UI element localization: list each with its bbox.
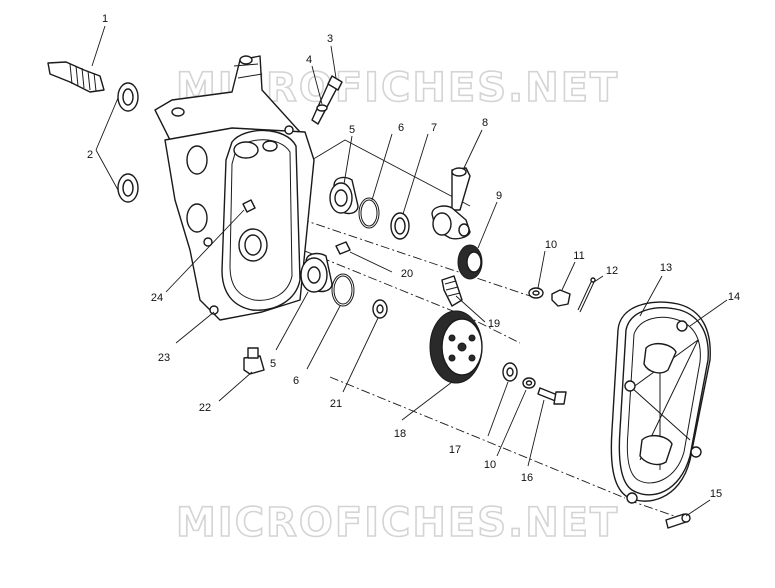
callout-3: 3 [327,33,333,45]
callout-20: 20 [401,268,413,280]
callout-21: 21 [330,398,342,410]
watermark-bottom: MICROFICHES.NET [176,500,619,546]
callout-1: 1 [102,13,108,25]
oil-seal-upper [117,82,139,112]
washer-top [316,104,328,112]
upper-shaft-axis [267,207,531,297]
snap-ring-lower [331,273,355,307]
callout-23: 23 [158,352,170,364]
callout-8: 8 [482,117,488,129]
drive-sprocket [457,244,483,280]
callout-6-upper: 6 [398,122,404,134]
callout-12: 12 [606,265,618,277]
sprocket-bolt [537,387,567,405]
washer-upper [528,287,544,299]
callout-17: 17 [449,444,461,456]
bearing-upper [329,176,359,215]
input-shaft [47,61,105,93]
leader-lines [91,25,728,517]
washer-sprocket [502,362,518,382]
drive-chain [441,275,463,307]
callout-13: 13 [660,262,672,274]
callout-4: 4 [306,54,312,66]
gearcase-housing [154,55,315,321]
callout-10-lower: 10 [484,459,496,471]
callout-19: 19 [488,318,500,330]
callout-18: 18 [394,428,406,440]
cover-bolt-axis [329,376,626,499]
callout-6-lower: 6 [293,375,299,387]
callout-15: 15 [710,488,722,500]
drain-plug [243,347,265,375]
callout-16: 16 [521,472,533,484]
cover-screw [665,513,691,529]
snap-ring-upper [358,197,380,229]
callout-2: 2 [87,149,93,161]
oil-seal-lower [117,173,139,203]
driven-sprocket [429,310,483,384]
callout-22: 22 [199,402,211,414]
callout-11: 11 [573,250,584,262]
callout-14: 14 [728,291,740,303]
callout-24: 24 [151,292,163,304]
callout-labels: 1 2 3 4 5 5 6 6 7 8 9 10 10 11 12 13 14 … [87,13,740,500]
callout-5-upper: 5 [349,124,355,136]
castle-nut [551,289,571,307]
oil-seal-shaft [390,212,410,240]
chain-tensioner [431,167,471,240]
shaft-nut [335,241,351,255]
chain-case-cover [618,307,709,504]
dowel-pin [242,199,256,213]
callout-5-lower: 5 [270,358,276,370]
callout-10-upper: 10 [545,239,557,251]
cotter-pin [577,277,596,313]
thrust-washer [372,299,388,319]
bearing-lower [300,252,333,293]
washer-lower [522,377,536,389]
callout-9: 9 [496,190,502,202]
callout-7: 7 [431,122,437,134]
